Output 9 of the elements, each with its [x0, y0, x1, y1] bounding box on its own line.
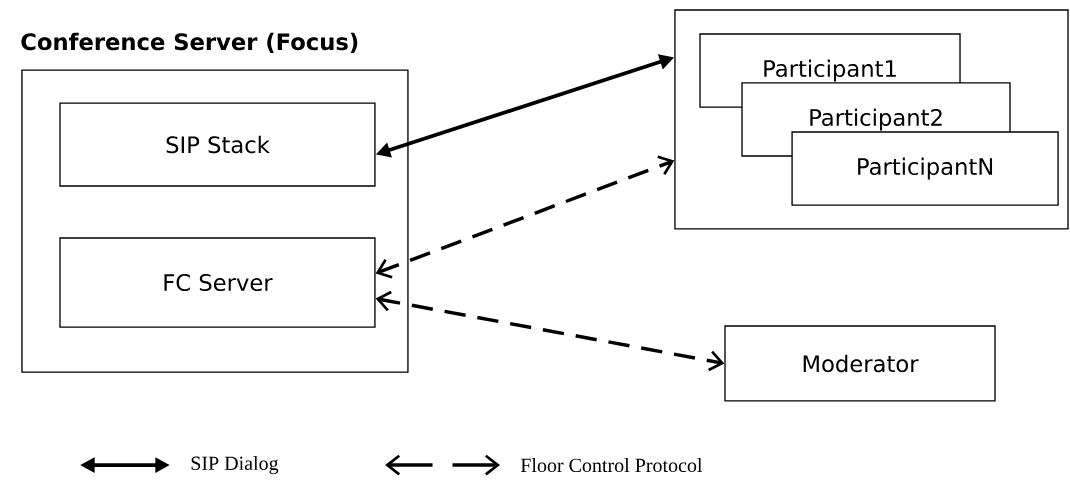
component-box: FC Server: [59, 237, 376, 328]
legend-label: Floor Control Protocol: [520, 458, 703, 473]
legend-label: SIP Dialog: [191, 456, 279, 475]
heading: Conference Server (Focus): [21, 32, 358, 54]
component-box: SIP Stack: [59, 102, 376, 187]
component-box: ParticipantN: [791, 131, 1059, 206]
arrow: [375, 290, 725, 372]
component-box: Moderator: [724, 325, 996, 402]
arrow: [375, 155, 675, 279]
